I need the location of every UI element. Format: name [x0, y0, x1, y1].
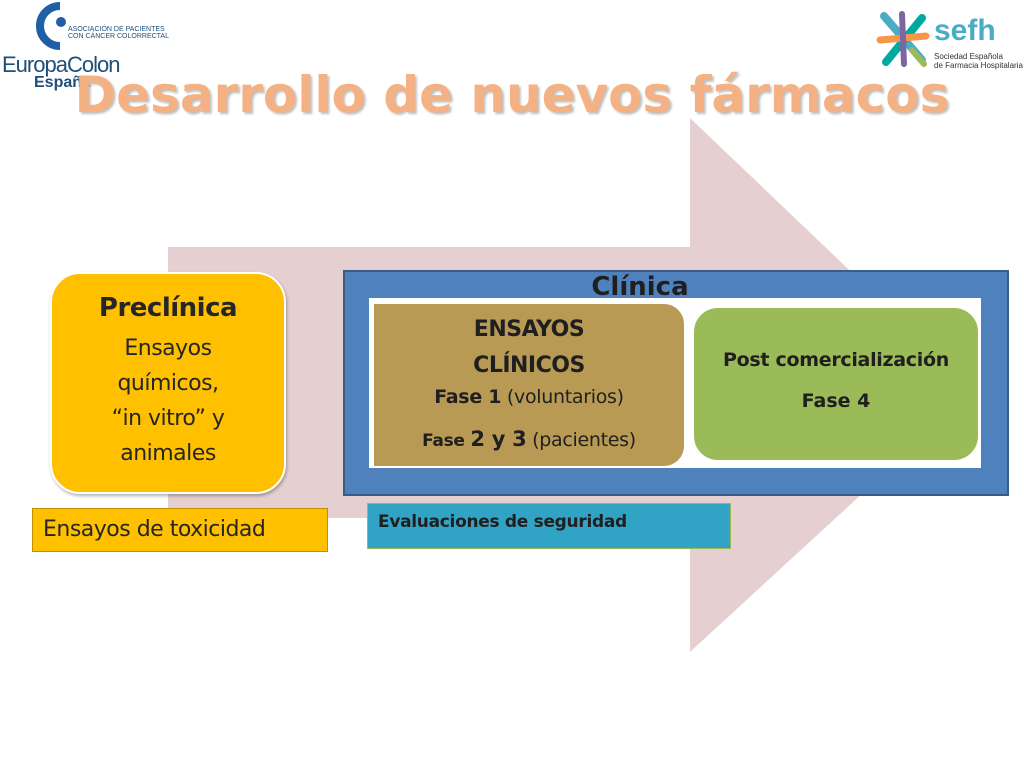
sefh-name: sefh — [934, 14, 996, 47]
ensayos-clinicos-box: ENSAYOS CLÍNICOS Fase 1 (voluntarios) Fa… — [372, 302, 686, 468]
toxicidad-label: Ensayos de toxicidad — [32, 508, 328, 552]
logo-tagline-1: ASOCIACIÓN DE PACIENTES — [68, 26, 165, 33]
preclinica-title: Preclínica — [98, 293, 238, 323]
fase-1-note: (voluntarios) — [506, 386, 624, 408]
preclinica-text: Ensayos químicos, “in vitro” y animales — [111, 336, 225, 466]
fase-1-label: Fase 1 — [434, 386, 502, 408]
fase-1-line: Fase 1 (voluntarios) — [374, 384, 684, 410]
sefh-emblem-icon — [876, 11, 930, 67]
seguridad-label: Evaluaciones de seguridad — [367, 503, 731, 549]
ensayos-title: ENSAYOS CLÍNICOS — [473, 317, 585, 378]
post-comercializacion-box: Post comercialización Fase 4 — [692, 306, 980, 462]
clinica-label: Clínica — [591, 272, 689, 302]
fase-2-3-prefix: Fase — [422, 431, 465, 451]
europacolon-emblem-icon — [36, 2, 66, 50]
europacolon-logo: ASOCIACIÓN DE PACIENTES CON CÁNCER COLOR… — [0, 0, 169, 100]
logo-tagline-2: CON CÁNCER COLORRECTAL — [68, 33, 169, 40]
logo-country: España — [34, 74, 91, 91]
logo-name: EuropaColon — [2, 52, 120, 77]
fase-2-3-line: Fase 2 y 3 (pacientes) — [374, 426, 684, 454]
post-fase: Fase 4 — [801, 390, 871, 412]
preclinica-box: Preclínica Ensayos químicos, “in vitro” … — [50, 272, 286, 494]
sefh-subtitle-2: de Farmacia Hospitalaria — [934, 61, 1023, 70]
sefh-logo: sefh Sociedad Española de Farmacia Hospi… — [870, 0, 1024, 80]
post-title: Post comercialización — [723, 349, 949, 371]
sefh-subtitle-1: Sociedad Española — [934, 52, 1003, 61]
page-title: Desarrollo de nuevos fármacos — [74, 66, 950, 124]
fase-2-3-note: (pacientes) — [532, 429, 636, 451]
fase-2-3-numbers: 2 y 3 — [470, 427, 527, 451]
